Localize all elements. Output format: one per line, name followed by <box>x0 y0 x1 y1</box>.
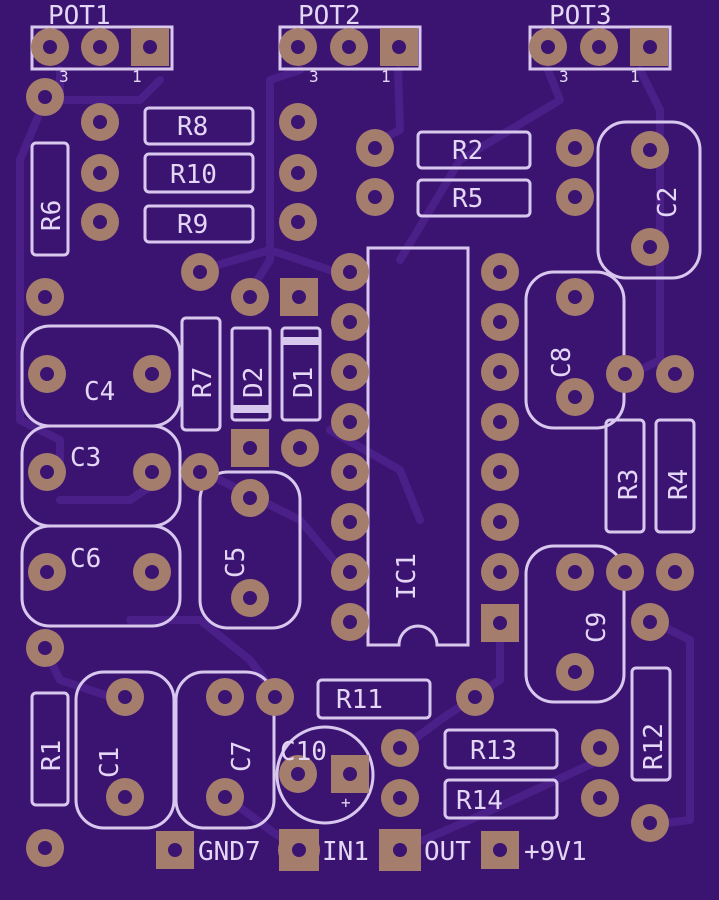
resistor-outlines <box>30 106 696 820</box>
c9-label: C9 <box>582 612 612 643</box>
pot3-pin3-label: 3 <box>559 67 569 86</box>
component-pads <box>26 78 694 867</box>
silkscreen-labels: POT1 POT2 POT3 3 1 3 1 3 1 R8 R10 R9 R2 … <box>37 1 694 867</box>
diode-outlines <box>230 326 322 422</box>
c2-label: C2 <box>653 187 683 218</box>
c4-label: C4 <box>84 377 115 407</box>
r5-label: R5 <box>452 184 483 214</box>
pot2-pin3-label: 3 <box>309 67 319 86</box>
r11-label: R11 <box>336 685 383 715</box>
r12-label: R12 <box>639 723 669 770</box>
r9-label: R9 <box>177 210 208 240</box>
pot2-header <box>278 25 422 71</box>
pot1-pin3-label: 3 <box>59 67 69 86</box>
ic1-pins <box>331 253 519 641</box>
r4-label: R4 <box>664 469 694 500</box>
pot2-pin1-label: 1 <box>381 67 391 86</box>
c5-label: C5 <box>221 547 251 578</box>
pot3-pin1-label: 1 <box>630 67 640 86</box>
ic1-label: IC1 <box>392 553 422 600</box>
c10-plus-label: + <box>341 793 351 812</box>
ic1-outline <box>366 246 470 647</box>
c7-label: C7 <box>227 741 257 772</box>
r14-label: R14 <box>456 786 503 816</box>
c3-label: C3 <box>70 443 101 473</box>
out-label: OUT <box>424 837 471 867</box>
c10-label: C10 <box>280 737 327 767</box>
r2-label: R2 <box>452 136 483 166</box>
pot3-header <box>528 25 672 71</box>
r6-label: R6 <box>37 200 67 231</box>
c6-label: C6 <box>70 544 101 574</box>
in-label: IN1 <box>322 837 369 867</box>
r13-label: R13 <box>470 736 517 766</box>
pot1-label: POT1 <box>48 1 111 31</box>
r10-label: R10 <box>170 160 217 190</box>
io-pads <box>278 829 421 871</box>
d2-label: D2 <box>239 367 269 398</box>
r3-label: R3 <box>614 469 644 500</box>
pot1-header <box>30 25 174 71</box>
v9-label: +9V1 <box>524 837 587 867</box>
c8-label: C8 <box>547 347 577 378</box>
r7-label: R7 <box>188 367 218 398</box>
pot1-pin1-label: 1 <box>132 67 142 86</box>
r1-label: R1 <box>37 740 67 771</box>
gnd-label: GND7 <box>198 837 261 867</box>
r8-label: R8 <box>177 112 208 142</box>
d1-label: D1 <box>289 367 319 398</box>
capacitor-outlines <box>20 120 702 830</box>
pot2-label: POT2 <box>298 1 361 31</box>
square-pads <box>156 278 519 869</box>
pot3-label: POT3 <box>549 1 612 31</box>
c1-label: C1 <box>95 747 125 778</box>
